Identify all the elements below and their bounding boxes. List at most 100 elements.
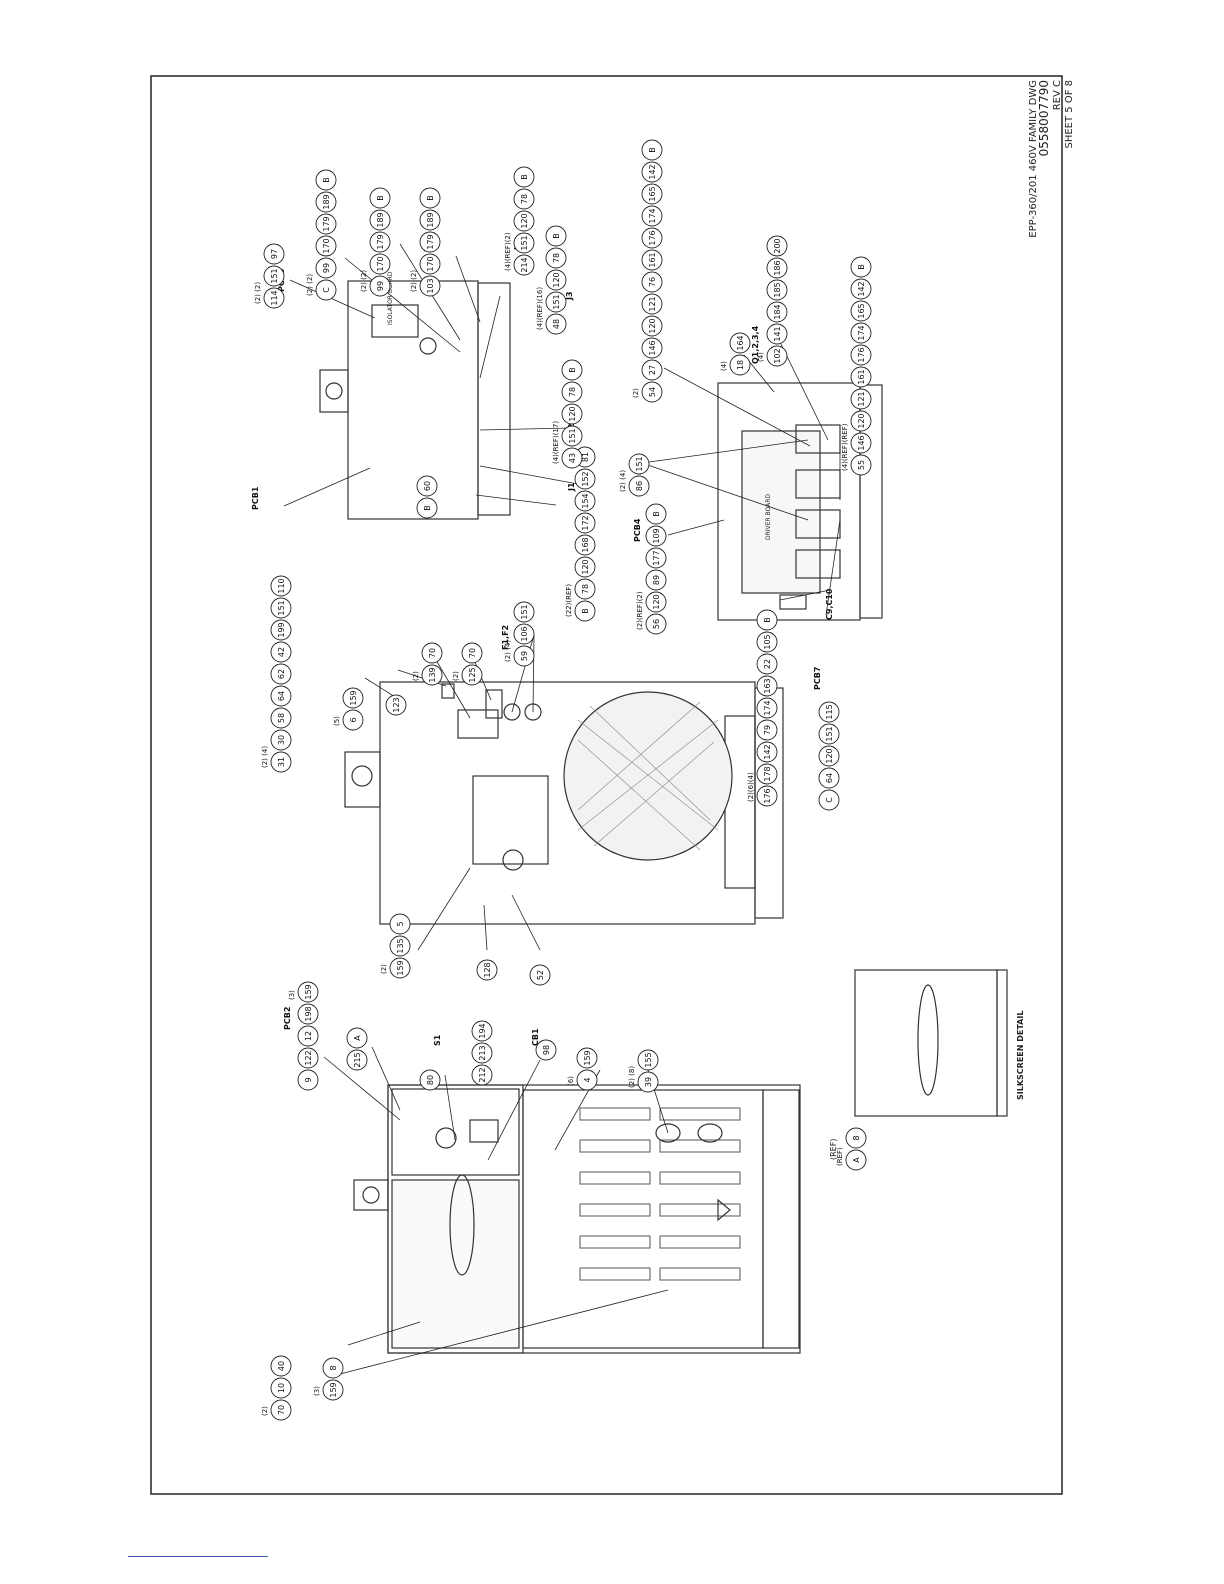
callout-number: 170 [376,256,385,271]
silkscreen-view [854,969,1008,1117]
callout-bubble [756,763,778,785]
callout-bubble [471,1064,493,1086]
callout-number: 212 [478,1067,487,1082]
callout-bubble [513,601,535,623]
callout-number: 198 [304,1006,313,1021]
callout-bubble [513,623,535,645]
callout-bubble [263,243,285,265]
callout-number: 55 [857,460,866,470]
callout-number: 152 [581,471,590,486]
callout-bubble [315,191,337,213]
callout-number: C [322,287,331,293]
callout-bubble [270,707,292,729]
callout-bubble [270,663,292,685]
callout-number: 103 [426,278,435,293]
callout-number: 120 [552,272,561,287]
callout-number: 177 [652,550,661,565]
callout-number: 40 [277,1361,286,1371]
callout-qty: (4)(REF)(16) [536,287,544,330]
callout-bubble [270,619,292,641]
callout-number: 97 [270,249,279,259]
callout-number: B [648,147,657,153]
callout-bubble [850,300,872,322]
callout-number: 99 [376,281,385,291]
callout-bubble [756,719,778,741]
pcb4-label: PCB4 [633,518,642,542]
callout-number: 98 [542,1045,551,1055]
callout-number: 76 [648,277,657,287]
callout-bubble [561,381,583,403]
callout-bubble [315,213,337,235]
callout-qty: (2) (2) [410,270,418,292]
callout-number: 120 [648,318,657,333]
callout-qty: (2) (8) [628,1066,636,1088]
callout-group: 80 [419,1069,441,1091]
callout-bubble [641,161,663,183]
callout-number: B [376,195,385,201]
q1234-label: Q1,2,3,4 [751,325,760,364]
callout-number: 142 [857,281,866,296]
callout-bubble [641,293,663,315]
callout-bubble [270,575,292,597]
callout-qty: (4)(REF)(REF) [841,423,849,471]
callout-number: 151 [520,604,529,619]
callout-number: 6 [349,717,358,722]
callout-number: B [652,511,661,517]
callout-number: 64 [825,773,834,783]
callout-bubble [756,675,778,697]
callout-bubble [574,578,596,600]
callout-bubble [270,685,292,707]
callout-qty: (2) [412,671,420,681]
callout-number: 89 [652,575,661,585]
callout-number: 39 [644,1077,653,1087]
callout-bubble [818,745,840,767]
callout-bubble [419,275,441,297]
callout-bubble [419,187,441,209]
callout-bubble [729,354,751,376]
callout-qty: (22)(REF) [565,584,573,617]
callout-number: 184 [773,304,782,319]
callout-qty: (3) [313,1386,321,1396]
callout-number: 185 [773,282,782,297]
callout-bubble [297,981,319,1003]
j1-label: J1 [567,482,576,492]
callout-bubble [574,468,596,490]
callout-qty: (2) (2) [306,274,314,296]
callout-number: B [763,617,772,623]
callout-bubble [641,227,663,249]
callout-number: 178 [763,766,772,781]
callout-qty: (6) [567,1076,575,1086]
callout-number: 78 [520,194,529,204]
callout-bubble [416,475,438,497]
callout-bubble [471,1042,493,1064]
callout-bubble [419,209,441,231]
callout-number: 27 [648,365,657,375]
callout-bubble [270,1399,292,1421]
callout-number: 110 [277,578,286,593]
callout-qty: (2) [452,671,460,681]
callout-bubble [561,447,583,469]
callout-number: 186 [773,260,782,275]
callout-number: 120 [652,594,661,609]
callout-number: 215 [353,1052,362,1067]
callout-number: B [581,608,590,614]
callout-bubble [270,597,292,619]
callout-number: 214 [520,257,529,272]
callout-bubble [641,315,663,337]
callout-bubble [419,231,441,253]
callout-number: 189 [322,194,331,209]
callout-bubble [513,166,535,188]
callout-number: 170 [322,238,331,253]
callout-bubble [369,275,391,297]
callout-qty: (2) [632,388,640,398]
callout-bubble [369,253,391,275]
callout-bubble [818,789,840,811]
callout-bubble [389,935,411,957]
callout-number: 159 [583,1050,592,1065]
callout-number: 154 [581,493,590,508]
